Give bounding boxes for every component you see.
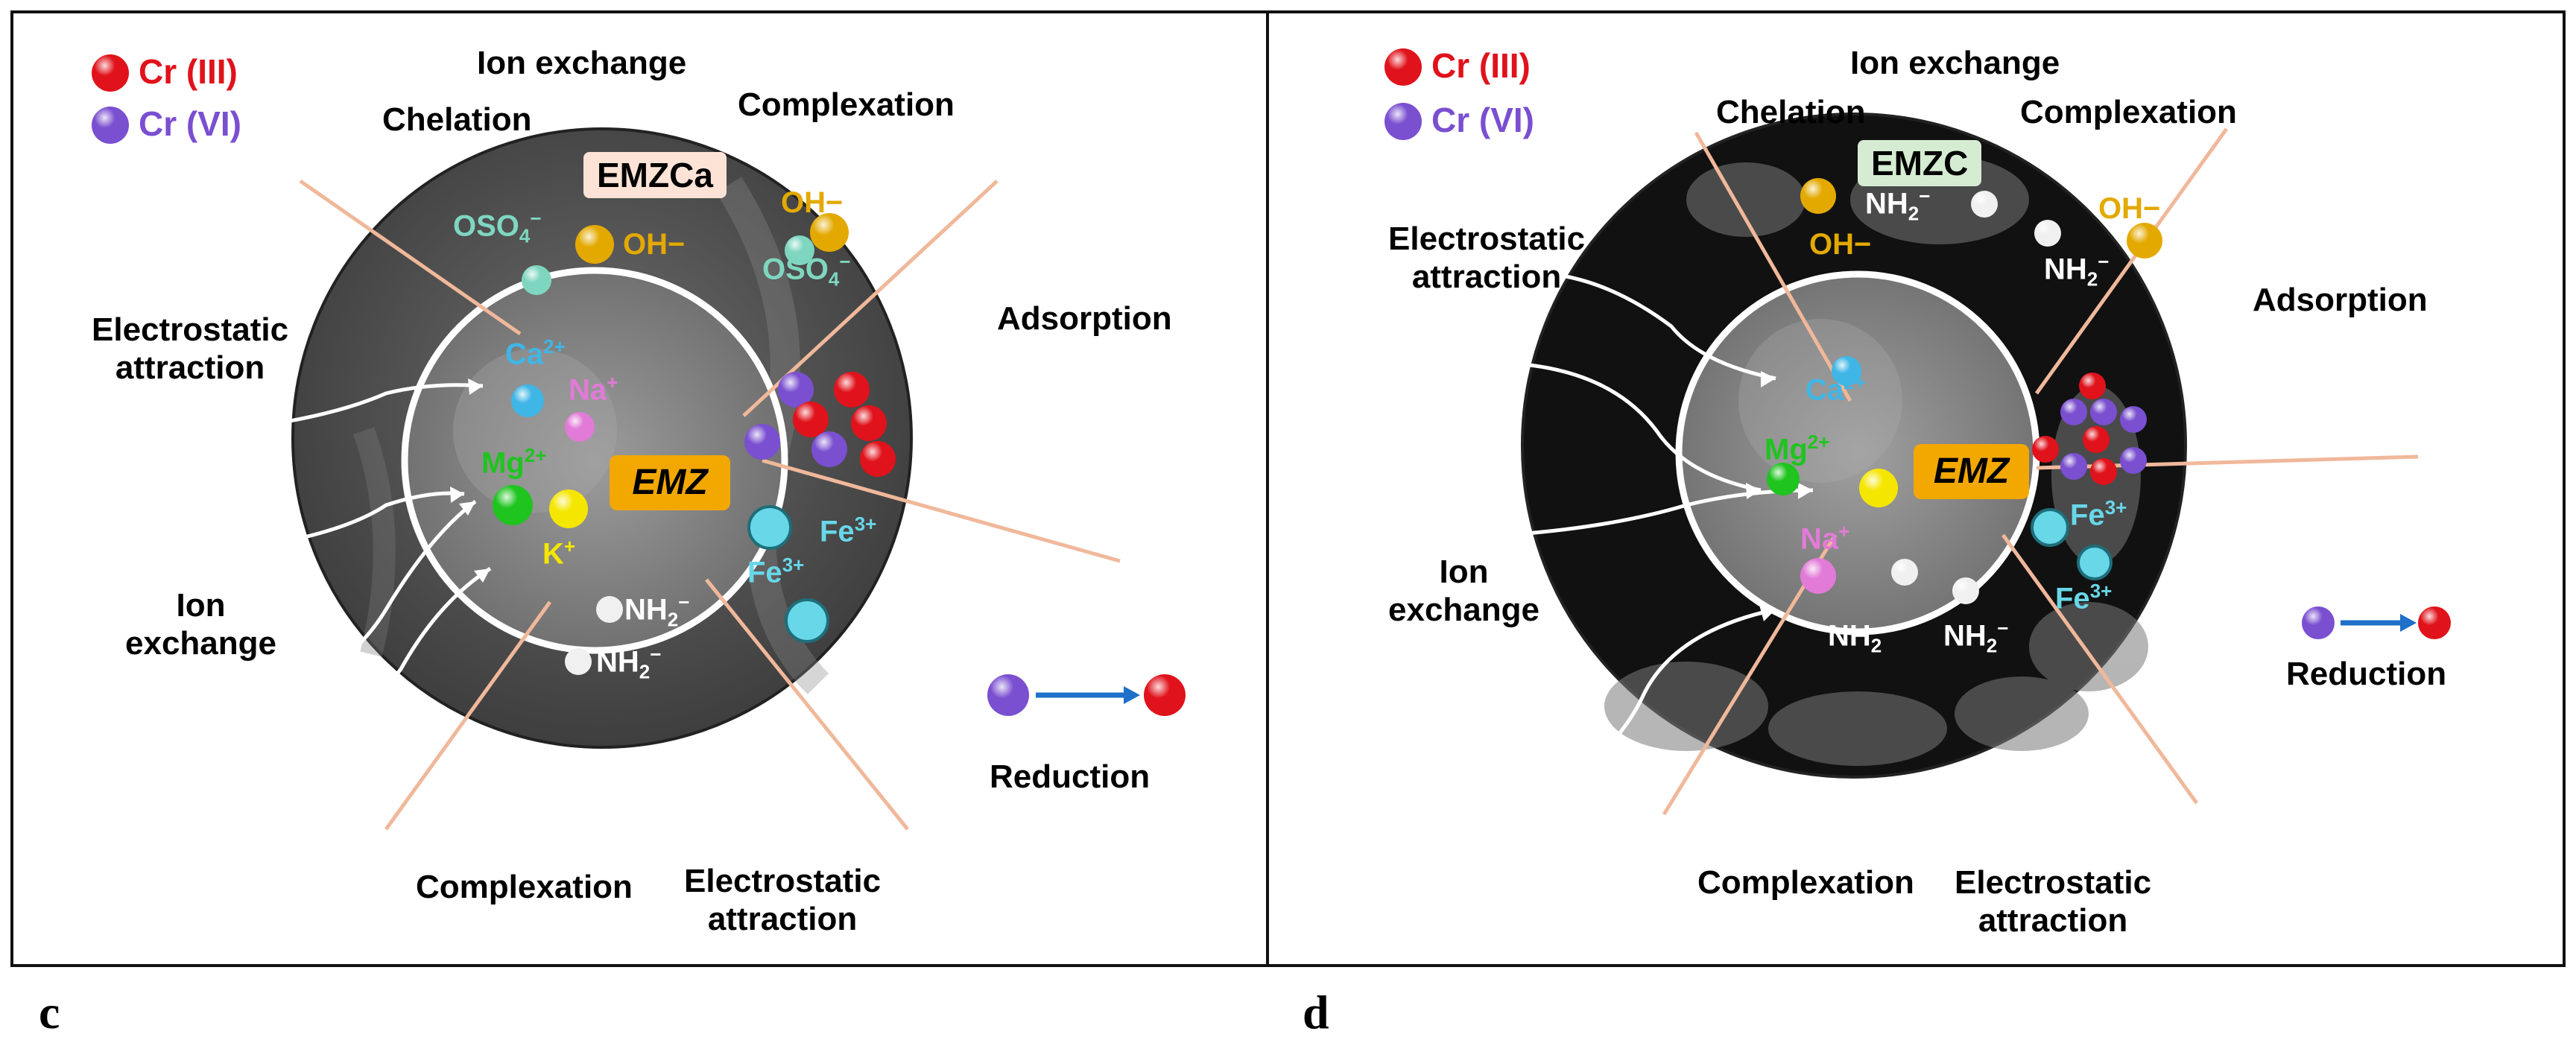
spoke [2001, 533, 2199, 805]
label-electrostatic-left: Electrostatic attraction [92, 311, 289, 386]
panel-letter-d: d [1303, 986, 1329, 1039]
label-ion-exchange-top: Ion exchange [477, 45, 687, 81]
label-complexation-bottom: Complexation [416, 869, 633, 905]
label-electrostatic-bottom: Electrostatic attraction [684, 863, 882, 937]
legend-cr3-label: Cr (III) [139, 52, 238, 91]
fe-sphere [2031, 508, 2069, 547]
arrow-curve [1551, 272, 1776, 381]
label-adsorption: Adsorption [2253, 282, 2428, 318]
label-reduction: Reduction [990, 758, 1151, 795]
panel-letter-c: c [39, 986, 60, 1039]
ion-mg: Mg2+ [481, 444, 547, 480]
label-electrostatic-left: Electrostatic attraction [1388, 221, 1586, 295]
label-electrostatic-bottom: Electrostatic attraction [1955, 864, 2152, 939]
spoke [1694, 131, 1852, 402]
fe-sphere [785, 598, 829, 643]
panel-c: Cr (III) Cr (VI) Ion exchange Chelation … [13, 13, 1266, 964]
ion-ca: Ca2+ [1806, 371, 1866, 407]
ion-oh-right: OH− [781, 186, 844, 219]
ion-nh2-b2: NH2− [1943, 617, 2009, 657]
ion-fe-1: Fe3+ [820, 513, 877, 548]
panel-d-graphic [1384, 48, 2451, 816]
ion-nh2-1: NH2− [624, 591, 690, 631]
label-ion-exchange-left: Ion exchange [1388, 554, 1539, 628]
ion-na: Na+ [1800, 520, 1850, 556]
figure-frame [10, 10, 2566, 967]
label-ion-exchange-top: Ion exchange [1850, 45, 2060, 81]
label-chelation: Chelation [1716, 94, 1866, 130]
arrow-curve [236, 500, 477, 709]
label-adsorption: Adsorption [997, 300, 1172, 337]
arrow-curve [221, 383, 484, 433]
ion-oso4-left: OSO4− [453, 207, 542, 247]
ion-mg: Mg2+ [1765, 431, 1830, 466]
ion-fe-2: Fe3+ [2055, 580, 2113, 615]
arrow-curve [1543, 607, 1776, 794]
label-ion-exchange-left: Ion exchange [125, 587, 276, 662]
label-complexation-bottom: Complexation [1697, 864, 1914, 901]
ion-oh-left: OH− [1809, 228, 1872, 261]
core-label-emz: EMZ [610, 455, 730, 510]
legend-cr3-label: Cr (III) [1431, 46, 1531, 85]
ion-nh2-b1: NH2− [1828, 617, 1893, 657]
arrow-curve [288, 566, 492, 768]
label-complexation-top: Complexation [2020, 94, 2237, 130]
spoke [762, 458, 1121, 563]
fe-sphere [2077, 545, 2113, 580]
ion-nh2-2: NH2− [596, 643, 662, 683]
spoke [705, 578, 909, 831]
arrow-curve [236, 491, 465, 552]
core-label-emz: EMZ [1914, 444, 2029, 499]
spoke [299, 179, 522, 336]
label-complexation-top: Complexation [738, 86, 955, 123]
ion-nh2-right: NH2− [2044, 250, 2110, 291]
label-reduction: Reduction [2286, 656, 2447, 692]
nh2-sphere [596, 596, 623, 623]
ion-oh-right: OH− [2098, 192, 2161, 225]
material-tag-emzca: EMZCa [583, 152, 727, 198]
fe-sphere [747, 505, 792, 550]
ion-fe-2: Fe3+ [747, 554, 805, 589]
panel-divider [1266, 10, 1269, 967]
legend-cr6-label: Cr (VI) [1431, 101, 1534, 139]
nh2-sphere [565, 648, 592, 675]
material-tag-emzc: EMZC [1858, 140, 1982, 186]
spoke [384, 601, 552, 831]
ion-ca: Ca2+ [505, 335, 566, 371]
panel-c-graphic [92, 54, 1186, 831]
legend-cr6-label: Cr (VI) [139, 104, 241, 143]
ion-fe-1: Fe3+ [2070, 496, 2127, 532]
ion-na: Na+ [569, 371, 618, 407]
arrow-curve [1507, 488, 1814, 537]
ion-oso4-right: OSO4− [762, 250, 851, 291]
spoke [2034, 127, 2229, 395]
panel-d: Cr (III) Cr (VI) Ion exchange Chelation … [1269, 13, 2522, 964]
ion-nh2-top: NH2− [1865, 185, 1931, 225]
ion-oh-left: OH− [623, 228, 686, 261]
label-chelation: Chelation [382, 101, 532, 138]
arrow-curve [1514, 361, 1762, 492]
inner-disc [401, 267, 788, 654]
ion-k: K+ [542, 535, 576, 571]
